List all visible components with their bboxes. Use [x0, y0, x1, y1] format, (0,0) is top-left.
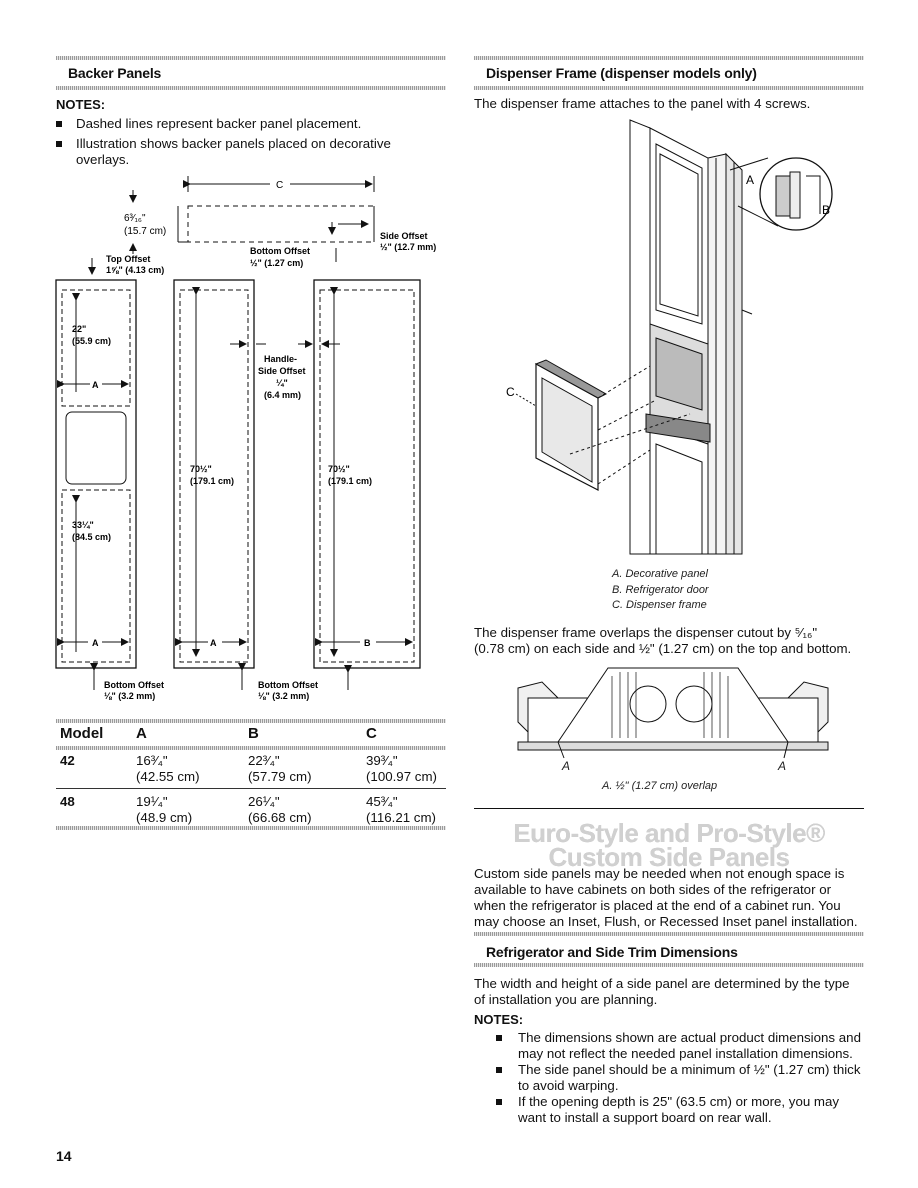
- section-rule: [474, 932, 864, 936]
- cell-c-cm: (116.21 cm): [366, 810, 436, 825]
- handle-offset-4: (6.4 mm): [264, 390, 301, 400]
- cell-b: 22³⁄₄": [248, 753, 280, 768]
- dim-70-b: 70½": [328, 464, 350, 474]
- handle-offset-2: Side Offset: [258, 366, 306, 376]
- bottom-offset-top-label: Bottom Offset: [250, 246, 310, 256]
- cell-a-cm: (42.55 cm): [136, 769, 200, 784]
- dim-a-label: A: [92, 380, 99, 390]
- dim-top-2: (15.7 cm): [124, 226, 166, 237]
- bottom-offset-top-val: ½" (1.27 cm): [250, 258, 303, 268]
- table-row-divider: [56, 788, 446, 789]
- dim-33: 33¼": [72, 520, 94, 530]
- bottom-offset-right: Bottom Offset: [258, 680, 318, 690]
- cell-model: 48: [60, 794, 75, 809]
- overlap-label-a-right: A: [778, 759, 787, 773]
- table-row: 48 19¹⁄₄" (48.9 cm) 26¹⁄₄" (66.68 cm) 45…: [56, 793, 446, 827]
- section-title-dispenser-frame: Dispenser Frame (dispenser models only): [486, 65, 757, 81]
- section-title-trim-dimensions: Refrigerator and Side Trim Dimensions: [486, 944, 738, 960]
- cell-b-cm: (57.79 cm): [248, 769, 312, 784]
- dim-70cm-a: (179.1 cm): [190, 476, 234, 486]
- dim-70-a: 70½": [190, 464, 212, 474]
- dim-22: 22": [72, 324, 86, 334]
- overlap-caption: A. ½" (1.27 cm) overlap: [602, 780, 718, 792]
- figure-caption: C. Dispenser frame: [612, 599, 707, 611]
- backer-panels-diagram: C 6³⁄₁₆" (15.7 cm) Side Offset ½" (12.7 …: [55, 176, 436, 701]
- fig-label-a: A: [746, 173, 754, 187]
- table-header-model: Model: [60, 725, 104, 742]
- cell-b-cm: (66.68 cm): [248, 810, 312, 825]
- section-divider: [474, 808, 864, 809]
- section-rule: [474, 56, 864, 60]
- handle-offset-3: ¼": [276, 378, 288, 388]
- dim-b-label: B: [364, 638, 371, 648]
- dim-a-label: A: [92, 638, 99, 648]
- figure-caption: A. Decorative panel: [612, 568, 708, 580]
- handle-offset-1: Handle-: [264, 354, 297, 364]
- dim-22cm: (55.9 cm): [72, 336, 111, 346]
- overlap-label-a-left: A: [562, 759, 571, 773]
- dim-top-1: 6³⁄₁₆": [124, 213, 146, 224]
- table-row: 42 16³⁄₄" (42.55 cm) 22³⁄₄" (57.79 cm) 3…: [56, 752, 446, 786]
- euro-style-heading-1: Euro-Style and Pro-Style®: [513, 818, 825, 848]
- table-bottom-rule: [56, 826, 446, 830]
- top-offset-val: 1⅝" (4.13 cm): [106, 265, 164, 275]
- custom-panels-text: when the refrigerator is placed at the e…: [474, 898, 841, 913]
- side-offset-label: Side Offset: [380, 231, 428, 241]
- notes-heading: NOTES:: [56, 97, 106, 112]
- overlap-text: (0.78 cm) on each side and ½" (1.27 cm) …: [474, 641, 852, 656]
- bottom-offset-left-val: ⅛" (3.2 mm): [104, 691, 155, 701]
- table-header-b: B: [248, 725, 259, 742]
- dim-a-label: A: [210, 638, 217, 648]
- bottom-offset-right-val: ⅛" (3.2 mm): [258, 691, 309, 701]
- cell-c: 45³⁄₄": [366, 794, 398, 809]
- section-rule: [474, 963, 864, 967]
- cell-a: 16³⁄₄": [136, 753, 168, 768]
- cell-b: 26¹⁄₄": [248, 794, 280, 809]
- section-title-backer-panels: Backer Panels: [68, 65, 162, 81]
- table-header-c: C: [366, 725, 377, 742]
- cell-a-cm: (48.9 cm): [136, 810, 193, 825]
- table-top-rule: [56, 719, 446, 723]
- custom-panels-text: Custom side panels may be needed when no…: [474, 866, 845, 881]
- dim-33cm: (84.5 cm): [72, 532, 111, 542]
- table-header-rule: [56, 746, 446, 750]
- cell-c: 39³⁄₄": [366, 753, 398, 768]
- fig-label-c: C: [506, 385, 515, 399]
- trim-text: The width and height of a side panel are…: [474, 976, 850, 991]
- overlap-figure: [517, 667, 829, 759]
- dispenser-frame-figure: A B C: [506, 119, 833, 555]
- dim-70cm-b: (179.1 cm): [328, 476, 372, 486]
- bottom-offset-left: Bottom Offset: [104, 680, 164, 690]
- top-offset-label: Top Offset: [106, 254, 150, 264]
- dim-c-label: C: [276, 180, 283, 191]
- euro-style-heading-2: Custom Side Panels: [548, 842, 790, 872]
- overlap-text: The dispenser frame overlaps the dispens…: [474, 625, 818, 640]
- page-number: 14: [56, 1148, 72, 1164]
- cell-a: 19¹⁄₄": [136, 794, 168, 809]
- dimensions-table: Model A B C 42 16³⁄₄" (42.55 cm) 22³⁄₄" …: [56, 724, 446, 834]
- trim-text: of installation you are planning.: [474, 992, 658, 1007]
- cell-model: 42: [60, 753, 75, 768]
- side-offset-val: ½" (12.7 mm): [380, 242, 436, 252]
- section-rule: [474, 86, 864, 90]
- dispenser-intro: The dispenser frame attaches to the pane…: [474, 96, 811, 111]
- figure-caption: B. Refrigerator door: [612, 584, 709, 596]
- section-rule: [56, 86, 446, 90]
- fig-label-b: B: [822, 203, 830, 217]
- custom-panels-text: available to have cabinets on both sides…: [474, 882, 832, 897]
- custom-panels-text: may choose an Inset, Flush, or Recessed …: [474, 914, 858, 929]
- table-header-a: A: [136, 725, 147, 742]
- cell-c-cm: (100.97 cm): [366, 769, 437, 784]
- section-rule: [56, 56, 446, 60]
- notes-heading: NOTES:: [474, 1012, 524, 1027]
